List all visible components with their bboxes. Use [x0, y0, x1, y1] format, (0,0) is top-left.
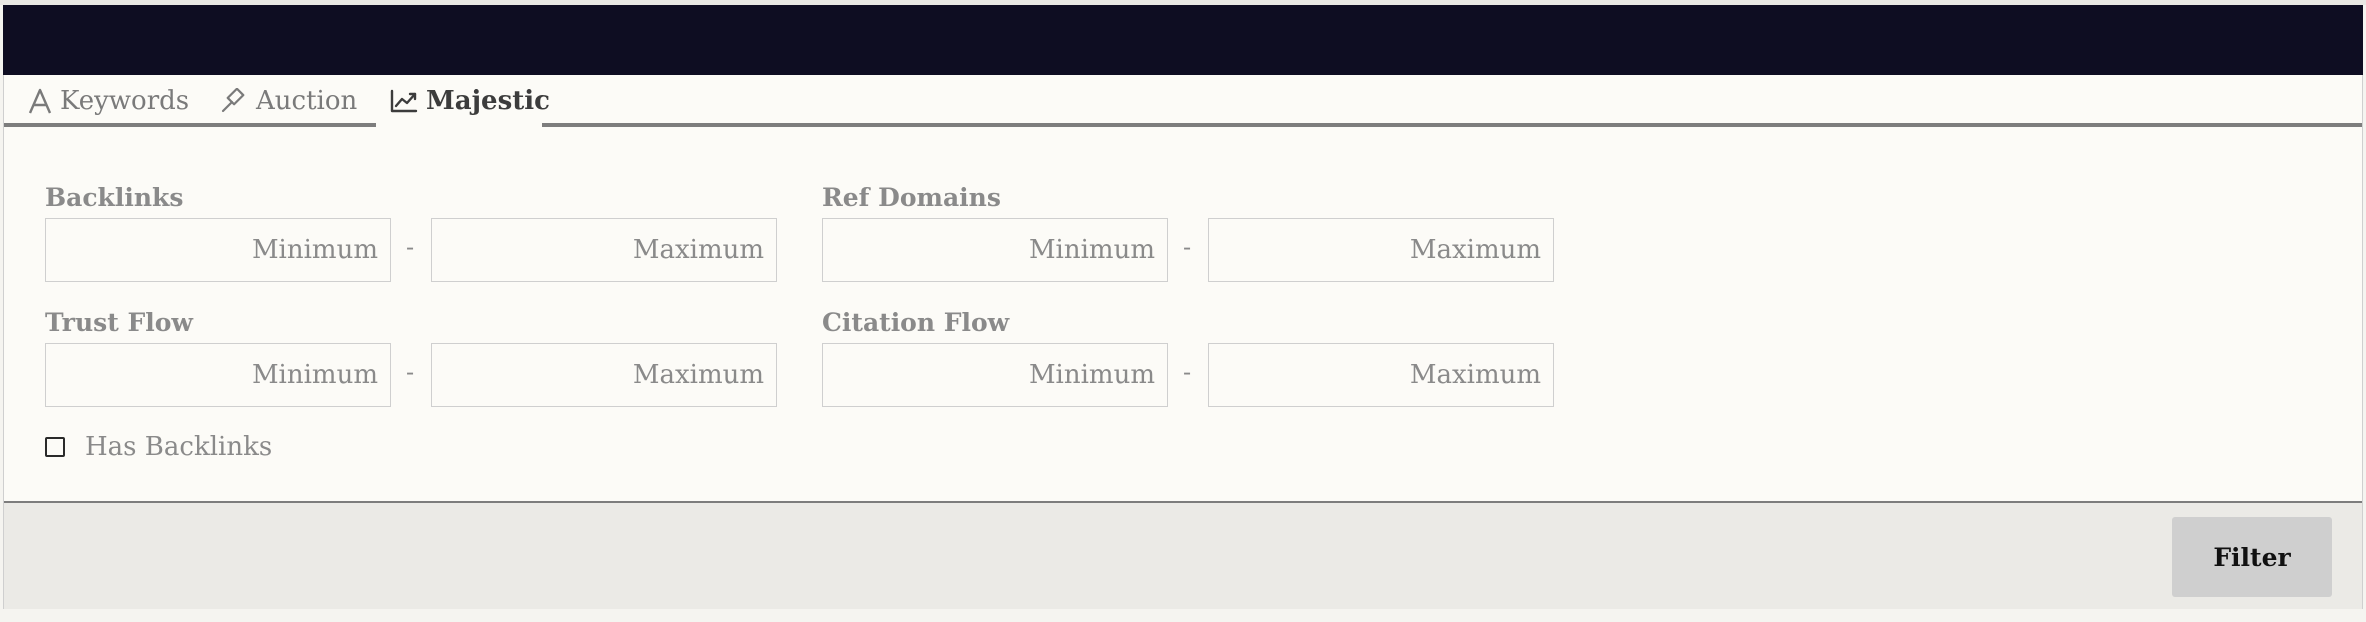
tab-underline-right — [542, 123, 2362, 127]
ref-domains-range-separator: - — [1183, 233, 1192, 261]
has-backlinks-checkbox-row[interactable]: Has Backlinks — [45, 432, 272, 462]
gavel-icon — [221, 87, 245, 112]
filter-panel: Keywords Auction — [3, 75, 2363, 609]
filter-button[interactable]: Filter — [2172, 517, 2332, 597]
trust-flow-range-separator: - — [406, 358, 415, 386]
filter-footer: Filter — [4, 501, 2362, 609]
ref-domains-min-input[interactable] — [822, 218, 1168, 282]
has-backlinks-checkbox[interactable] — [45, 437, 65, 457]
backlinks-max-input[interactable] — [431, 218, 777, 282]
tab-active-gap — [376, 122, 542, 126]
top-strip — [0, 0, 2366, 5]
tab-keywords[interactable]: Keywords — [28, 75, 189, 126]
tab-auction[interactable]: Auction — [220, 75, 357, 126]
backlinks-min-input[interactable] — [45, 218, 391, 282]
trust-flow-min-input[interactable] — [45, 343, 391, 407]
font-letter-a-icon — [28, 88, 52, 113]
tab-bar: Keywords Auction — [4, 75, 2362, 127]
backlinks-label: Backlinks — [45, 183, 184, 212]
ref-domains-label: Ref Domains — [822, 183, 1001, 212]
tab-auction-label: Auction — [256, 85, 358, 116]
citation-flow-min-input[interactable] — [822, 343, 1168, 407]
header-bar — [3, 5, 2363, 75]
tab-keywords-label: Keywords — [60, 85, 190, 116]
ref-domains-max-input[interactable] — [1208, 218, 1554, 282]
citation-flow-label: Citation Flow — [822, 308, 1010, 337]
tab-majestic-label: Majestic — [426, 85, 550, 116]
backlinks-range-separator: - — [406, 233, 415, 261]
tab-underline-left — [4, 123, 376, 127]
trust-flow-label: Trust Flow — [45, 308, 193, 337]
line-chart-icon — [390, 89, 418, 112]
tab-majestic[interactable]: Majestic — [390, 75, 550, 126]
citation-flow-range-separator: - — [1183, 358, 1192, 386]
citation-flow-max-input[interactable] — [1208, 343, 1554, 407]
trust-flow-max-input[interactable] — [431, 343, 777, 407]
has-backlinks-label: Has Backlinks — [85, 432, 273, 462]
